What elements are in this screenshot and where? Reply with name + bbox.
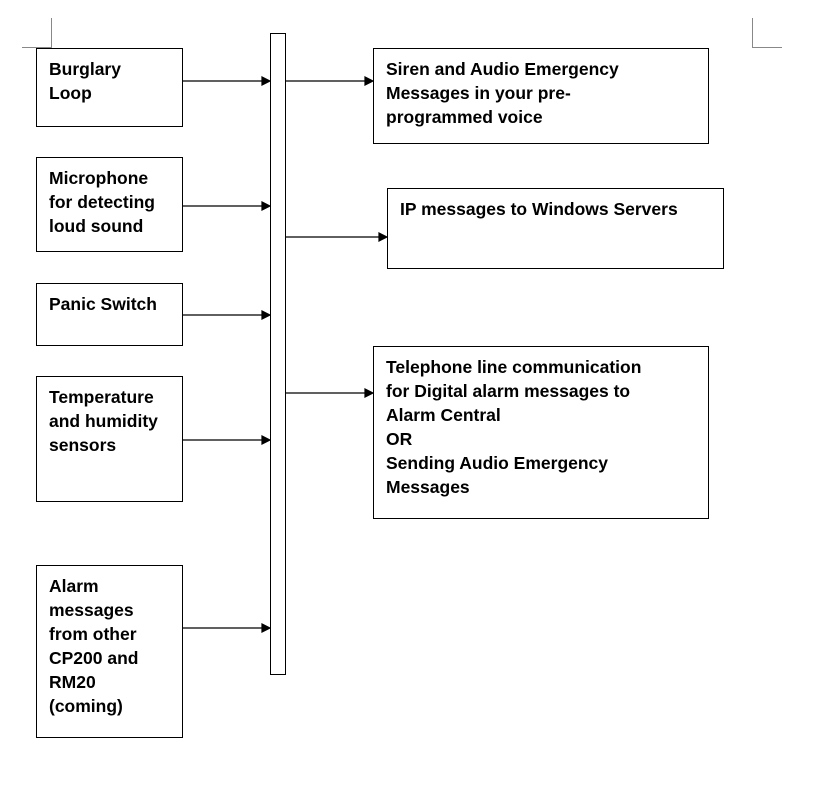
input-box-microphone: Microphone for detecting loud sound <box>36 157 183 252</box>
input-box-panic-switch: Panic Switch <box>36 283 183 346</box>
output-label: Telephone line communication for Digital… <box>386 357 642 497</box>
central-bus <box>270 33 286 675</box>
output-box-ip-messages: IP messages to Windows Servers <box>387 188 724 269</box>
input-label: Burglary Loop <box>49 59 121 103</box>
input-box-alarm-messages: Alarm messages from other CP200 and RM20… <box>36 565 183 738</box>
output-label: IP messages to Windows Servers <box>400 199 678 219</box>
input-label: Panic Switch <box>49 294 157 314</box>
crop-mark-top-right <box>752 18 782 48</box>
crop-mark-top-left <box>22 18 52 48</box>
input-label: Microphone for detecting loud sound <box>49 168 155 236</box>
output-box-telephone-line: Telephone line communication for Digital… <box>373 346 709 519</box>
input-label: Alarm messages from other CP200 and RM20… <box>49 576 139 716</box>
input-box-burglary-loop: Burglary Loop <box>36 48 183 127</box>
output-label: Siren and Audio Emergency Messages in yo… <box>386 59 619 127</box>
output-box-siren-audio: Siren and Audio Emergency Messages in yo… <box>373 48 709 144</box>
input-label: Temperature and humidity sensors <box>49 387 158 455</box>
input-box-temperature-humidity: Temperature and humidity sensors <box>36 376 183 502</box>
